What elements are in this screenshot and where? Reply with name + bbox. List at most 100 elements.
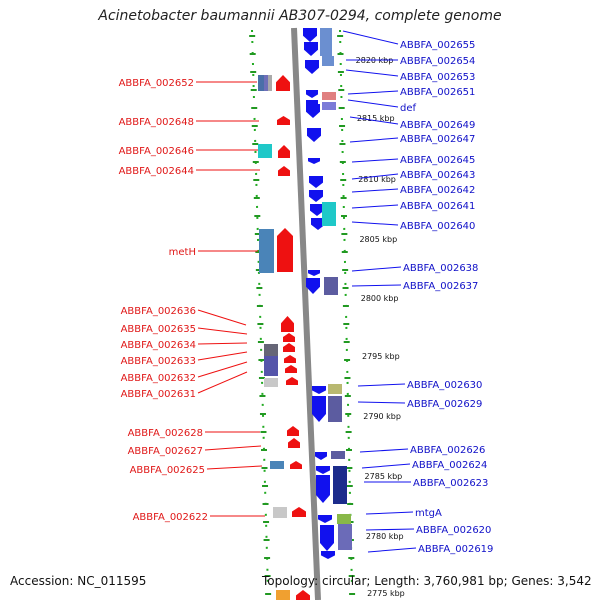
reverse-gene-arrow xyxy=(306,104,320,118)
right-gene-leader-line xyxy=(351,204,399,209)
scale-label: 2800 kbp xyxy=(361,294,399,303)
reverse-gene-arrow xyxy=(309,190,323,202)
left-gene-leader-line xyxy=(197,342,248,345)
right-gene-label: ABBFA_002619 xyxy=(418,544,493,555)
left-gene-label: metH xyxy=(169,247,196,258)
right-gene-leader-line xyxy=(349,116,399,125)
gene-feature-block xyxy=(264,356,278,376)
right-gene-label: ABBFA_002642 xyxy=(400,185,475,196)
right-gene-leader-line xyxy=(359,448,409,453)
forward-track-guide xyxy=(251,29,269,591)
right-gene-label: ABBFA_002649 xyxy=(400,120,475,131)
gene-feature-block xyxy=(333,466,347,504)
left-gene-label: ABBFA_002622 xyxy=(133,512,208,523)
gene-feature-block xyxy=(322,56,334,66)
left-gene-label: ABBFA_002644 xyxy=(119,166,194,177)
left-gene-leader-line xyxy=(204,445,262,451)
gene-feature-block xyxy=(324,277,338,295)
right-gene-leader-line xyxy=(357,383,406,387)
left-gene-leader-line xyxy=(197,351,248,361)
right-gene-label: ABBFA_002629 xyxy=(407,399,482,410)
reverse-gene-arrow xyxy=(320,525,334,551)
right-gene-leader-line xyxy=(361,463,411,469)
right-gene-label: ABBFA_002637 xyxy=(403,281,478,292)
right-gene-label: ABBFA_002643 xyxy=(400,170,475,181)
right-gene-leader-line xyxy=(345,69,399,77)
gene-feature-block xyxy=(337,514,351,524)
forward-gene-arrow xyxy=(283,343,295,352)
gene-feature-block xyxy=(270,461,284,469)
left-gene-label: ABBFA_002627 xyxy=(128,446,203,457)
gene-feature-block xyxy=(268,75,272,91)
reverse-gene-arrow xyxy=(309,176,323,188)
right-gene-leader-line xyxy=(357,401,406,404)
left-gene-label: ABBFA_002646 xyxy=(119,146,194,157)
gene-feature-block xyxy=(273,507,287,518)
right-gene-leader-line xyxy=(367,547,417,553)
reverse-gene-arrow xyxy=(304,42,318,56)
right-gene-label: ABBFA_002645 xyxy=(400,155,475,166)
reverse-gene-arrow xyxy=(312,386,326,394)
reverse-gene-arrow xyxy=(310,204,324,216)
genome-title: Acinetobacter baumannii AB307-0294, comp… xyxy=(98,8,502,24)
reverse-gene-arrow xyxy=(312,396,326,422)
gene-feature-block xyxy=(322,202,336,214)
reverse-gene-arrow xyxy=(321,551,335,559)
right-gene-label: mtgA xyxy=(415,508,442,519)
right-gene-leader-line xyxy=(351,266,402,272)
reverse-gene-arrow xyxy=(306,278,320,294)
left-gene-label: ABBFA_002632 xyxy=(121,373,196,384)
scale-label: 2795 kbp xyxy=(362,352,400,361)
right-gene-label: ABBFA_002626 xyxy=(410,445,485,456)
reverse-gene-arrow xyxy=(308,158,320,164)
forward-gene-arrow xyxy=(296,590,310,600)
scale-label: 2815 kbp xyxy=(357,114,395,123)
gene-feature-block xyxy=(258,144,272,158)
reverse-gene-arrow xyxy=(305,60,319,74)
gene-feature-block xyxy=(276,590,290,600)
right-gene-label: ABBFA_002623 xyxy=(413,478,488,489)
left-gene-label: ABBFA_002631 xyxy=(121,389,196,400)
right-gene-leader-line xyxy=(365,511,414,515)
reverse-gene-arrow xyxy=(308,270,320,276)
forward-gene-arrow xyxy=(285,365,297,373)
forward-gene-arrow xyxy=(290,461,302,469)
topology-text: Topology: circular; Length: 3,760,981 bp… xyxy=(262,574,592,588)
forward-gene-arrow xyxy=(286,377,298,385)
right-gene-leader-line xyxy=(349,137,399,143)
gene-feature-block xyxy=(322,214,336,226)
reverse-gene-arrow xyxy=(316,466,330,474)
left-gene-label: ABBFA_002635 xyxy=(121,324,196,335)
left-gene-label: ABBFA_002648 xyxy=(119,117,194,128)
right-gene-leader-line xyxy=(351,158,399,163)
left-gene-label: ABBFA_002633 xyxy=(121,356,196,367)
gene-feature-block xyxy=(259,229,274,273)
forward-gene-arrow xyxy=(284,355,296,363)
forward-gene-arrow xyxy=(277,116,290,125)
gene-feature-block xyxy=(328,396,342,422)
right-gene-label: ABBFA_002624 xyxy=(412,460,487,471)
scale-label: 2805 kbp xyxy=(359,235,397,244)
left-gene-label: ABBFA_002652 xyxy=(119,78,194,89)
right-gene-label: ABBFA_002630 xyxy=(407,380,482,391)
right-gene-leader-line xyxy=(351,221,399,226)
right-gene-label: ABBFA_002655 xyxy=(400,40,475,51)
left-gene-leader-line xyxy=(197,371,248,394)
forward-gene-arrow xyxy=(278,145,290,158)
forward-gene-arrow xyxy=(283,333,295,342)
gene-feature-block xyxy=(258,75,264,91)
forward-gene-arrow xyxy=(288,438,300,448)
left-gene-label: ABBFA_002628 xyxy=(128,428,203,439)
scale-label: 2775 kbp xyxy=(367,589,405,598)
right-gene-leader-line xyxy=(351,284,402,287)
left-gene-leader-line xyxy=(197,327,248,335)
left-gene-leader-line xyxy=(197,309,247,326)
right-gene-leader-line xyxy=(347,99,399,108)
gene-feature-block xyxy=(322,92,336,100)
forward-gene-arrow xyxy=(287,426,299,436)
gene-feature-block xyxy=(264,378,278,387)
gene-feature-block xyxy=(320,28,332,56)
left-gene-leader-line xyxy=(206,465,263,470)
